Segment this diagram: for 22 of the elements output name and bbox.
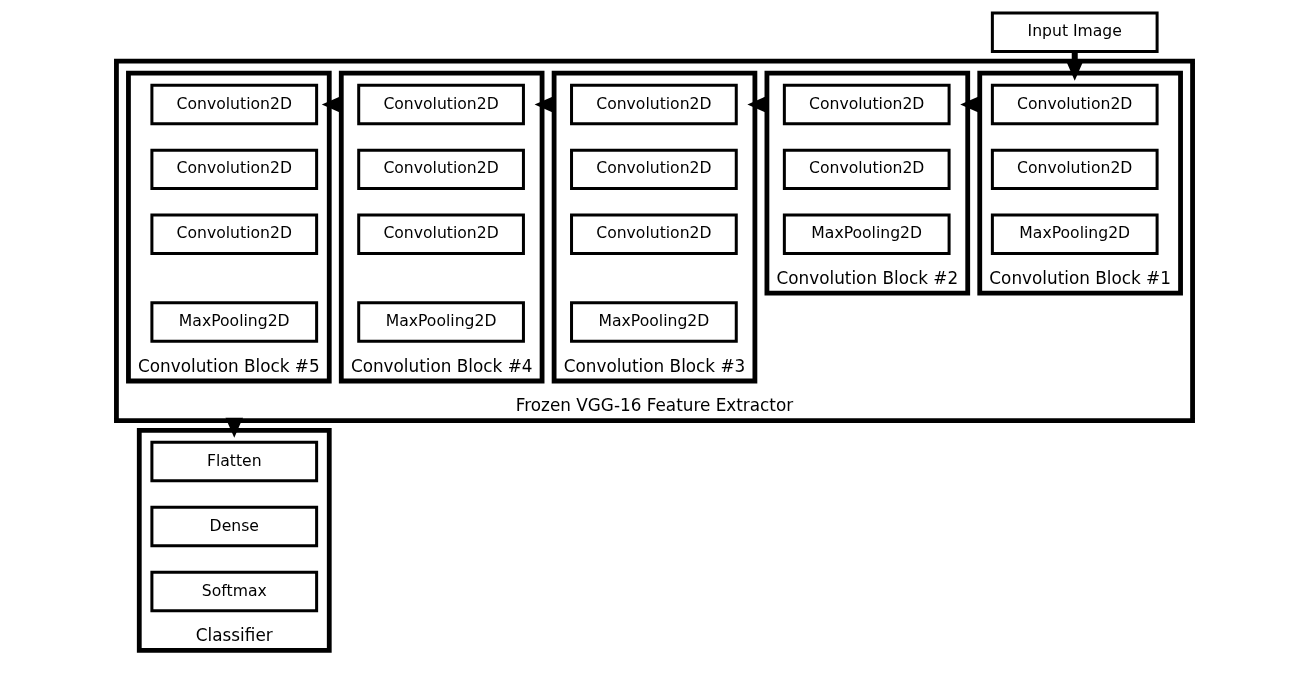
node-box: Convolution2D xyxy=(150,148,319,191)
node-box: Convolution2D xyxy=(570,213,738,256)
node-box: Convolution2D xyxy=(990,148,1159,191)
node-box: Convolution2D xyxy=(357,213,525,256)
node-box: Convolution2D xyxy=(782,148,951,191)
node-box: Dense xyxy=(150,505,319,548)
node-box: MaxPooling2D xyxy=(150,301,319,343)
node-box: MaxPooling2D xyxy=(357,301,525,343)
node-box: MaxPooling2D xyxy=(990,213,1159,256)
node-box: Convolution2D xyxy=(782,83,951,126)
node-box: Convolution2D xyxy=(570,83,738,126)
node-box: Input Image xyxy=(990,11,1159,54)
node-box: Convolution2D xyxy=(990,83,1159,126)
node-box: Convolution2D xyxy=(357,83,525,126)
node-box: Softmax xyxy=(150,570,319,613)
node-box: Convolution2D xyxy=(570,148,738,191)
node-box: Flatten xyxy=(150,440,319,483)
node-box: Convolution2D xyxy=(150,83,319,126)
node-box: Convolution2D xyxy=(150,213,319,256)
node-box: Convolution2D xyxy=(357,148,525,191)
node-box: MaxPooling2D xyxy=(570,301,738,343)
node-box: MaxPooling2D xyxy=(782,213,951,256)
